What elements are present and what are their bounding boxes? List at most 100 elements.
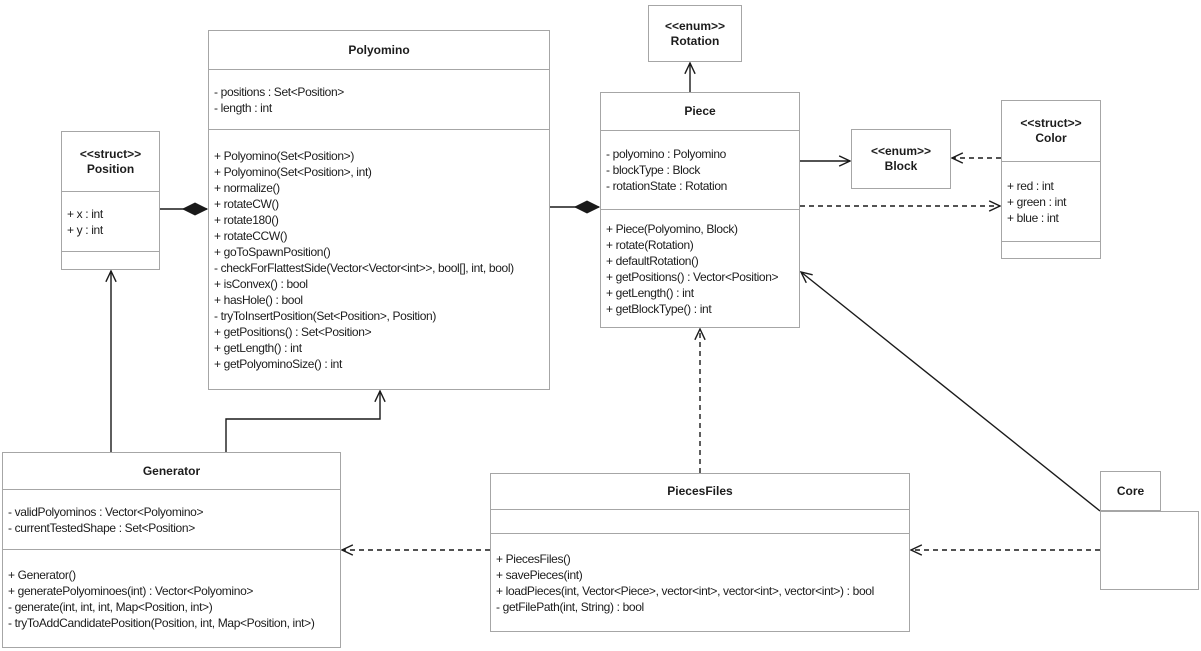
open-arrowhead-icon xyxy=(799,270,813,284)
composition-polyomino-position xyxy=(160,202,209,216)
class-color-attributes: + red : int+ green : int+ blue : int xyxy=(1002,161,1100,241)
dependency-piecesfiles-generator xyxy=(340,544,490,556)
method: - tryToInsertPosition(Set<Position>, Pos… xyxy=(214,308,437,323)
attribute: + x : int xyxy=(67,206,103,221)
class-name: Piece xyxy=(684,104,716,118)
class-generator-attributes: - validPolyominos : Vector<Polyomino>- c… xyxy=(3,489,340,549)
class-piece-title: Piece xyxy=(601,93,799,130)
method: + Generator() xyxy=(8,567,76,582)
association-piece-rotation xyxy=(684,61,696,92)
attribute: - positions : Set<Position> xyxy=(214,84,344,99)
method: - getFilePath(int, String) : bool xyxy=(496,599,644,614)
package-name: Core xyxy=(1116,484,1145,498)
method: + goToSpawnPosition() xyxy=(214,244,331,259)
open-arrowhead-icon xyxy=(988,200,1002,212)
class-generator-title: Generator xyxy=(3,453,340,489)
attribute: + red : int xyxy=(1007,178,1054,193)
stereotype-label: <<struct>> xyxy=(1020,116,1082,130)
method: - tryToAddCandidatePosition(Position, in… xyxy=(8,615,315,630)
class-polyomino: Polyomino - positions : Set<Position>- le… xyxy=(208,30,550,390)
method: + rotateCW() xyxy=(214,196,279,211)
method: + getPolyominoSize() : int xyxy=(214,356,342,371)
dependency-core-piecesfiles xyxy=(909,544,1100,556)
stereotype-label: <<struct>> xyxy=(79,146,142,161)
class-piece-attributes: - polyomino : Polyomino- blockType : Blo… xyxy=(601,130,799,209)
method: + hasHole() : bool xyxy=(214,292,303,307)
class-color-methods xyxy=(1002,241,1100,258)
method: + Polyomino(Set<Position>) xyxy=(214,148,354,163)
class-name: Color xyxy=(1035,131,1067,145)
class-generator: Generator - validPolyominos : Vector<Poly… xyxy=(2,452,341,648)
class-color-title: <<struct>>Color xyxy=(1002,101,1100,161)
attribute: + green : int xyxy=(1007,194,1067,209)
class-polyomino-methods: + Polyomino(Set<Position>)+ Polyomino(Se… xyxy=(209,129,549,389)
dependency-piece-color xyxy=(800,200,1002,212)
attribute: - validPolyominos : Vector<Polyomino> xyxy=(8,504,204,519)
association-generator-position xyxy=(105,269,117,452)
composition-diamond-icon xyxy=(181,202,209,216)
method: + loadPieces(int, Vector<Piece>, vector<… xyxy=(496,583,874,598)
class-rotation-title: <<enum>>Rotation xyxy=(649,6,741,61)
open-arrowhead-icon xyxy=(950,152,964,164)
class-position-methods xyxy=(62,251,159,269)
stereotype-label: <<enum>> xyxy=(664,18,726,33)
stereotype-label: <<enum>> xyxy=(870,144,932,158)
class-name: Generator xyxy=(142,463,201,478)
method: + rotate180() xyxy=(214,212,279,227)
method: - checkForFlattestSide(Vector<Vector<int… xyxy=(214,260,514,275)
class-name: Block xyxy=(884,159,918,173)
class-name: Rotation xyxy=(670,33,720,48)
method: + isConvex() : bool xyxy=(214,276,308,291)
class-piece-methods: + Piece(Polyomino, Block)+ rotate(Rotati… xyxy=(601,209,799,327)
method: + Piece(Polyomino, Block) xyxy=(606,221,738,236)
method: + normalize() xyxy=(214,180,280,195)
method: + getPositions() : Vector<Position> xyxy=(606,269,779,284)
class-name: PiecesFiles xyxy=(667,484,733,498)
method: + getLength() : int xyxy=(606,285,694,300)
package-core-body xyxy=(1100,511,1199,590)
method: + defaultRotation() xyxy=(606,253,699,268)
association-piece-block xyxy=(800,155,852,167)
method: + generatePolyominoes(int) : Vector<Poly… xyxy=(8,583,254,598)
method: + savePieces(int) xyxy=(496,567,583,582)
class-piece: Piece - polyomino : Polyomino- blockType … xyxy=(600,92,800,328)
package-core: Core xyxy=(1100,471,1161,511)
method: + rotateCCW() xyxy=(214,228,288,243)
open-arrowhead-icon xyxy=(684,61,696,75)
class-generator-methods: + Generator()+ generatePolyominoes(int) … xyxy=(3,549,340,647)
method: + getLength() : int xyxy=(214,340,302,355)
method: + PiecesFiles() xyxy=(496,551,571,566)
open-arrowhead-icon xyxy=(694,327,706,341)
open-arrowhead-icon xyxy=(340,544,354,556)
class-piecesfiles-title: PiecesFiles xyxy=(491,474,909,509)
attribute: + y : int xyxy=(67,222,103,237)
open-arrowhead-icon xyxy=(105,269,117,283)
attribute: - currentTestedShape : Set<Position> xyxy=(8,520,195,535)
composition-diamond-icon xyxy=(573,200,601,214)
attribute: - length : int xyxy=(214,100,272,115)
attribute: + blue : int xyxy=(1007,210,1059,225)
class-color: <<struct>>Color+ red : int+ green : int+… xyxy=(1001,100,1101,259)
association-generator-polyomino xyxy=(225,389,386,452)
method: + Polyomino(Set<Position>, int) xyxy=(214,164,372,179)
class-position-attributes: + x : int+ y : int xyxy=(62,191,159,251)
class-polyomino-attributes: - positions : Set<Position>- length : in… xyxy=(209,69,549,129)
class-position: <<struct>>Position+ x : int+ y : int xyxy=(61,131,160,270)
open-arrowhead-icon xyxy=(838,155,852,167)
class-name: Polyomino xyxy=(348,42,410,57)
composition-piece-polyomino xyxy=(550,200,601,214)
class-block: <<enum>>Block xyxy=(851,129,951,189)
method: + getBlockType() : int xyxy=(606,301,712,316)
open-arrowhead-icon xyxy=(374,389,386,403)
dependency-piecesfiles-piece xyxy=(694,327,706,473)
class-position-title: <<struct>>Position xyxy=(62,132,159,191)
method: + getPositions() : Set<Position> xyxy=(214,324,372,339)
class-piecesfiles-methods: + PiecesFiles()+ savePieces(int)+ loadPi… xyxy=(491,533,909,631)
method: - generate(int, int, int, Map<Position, … xyxy=(8,599,213,614)
class-polyomino-title: Polyomino xyxy=(209,31,549,69)
class-piecesfiles: PiecesFiles + PiecesFiles()+ savePieces(i… xyxy=(490,473,910,632)
attribute: - polyomino : Polyomino xyxy=(606,147,727,161)
attribute: - rotationState : Rotation xyxy=(606,179,727,193)
method: + rotate(Rotation) xyxy=(606,237,694,252)
